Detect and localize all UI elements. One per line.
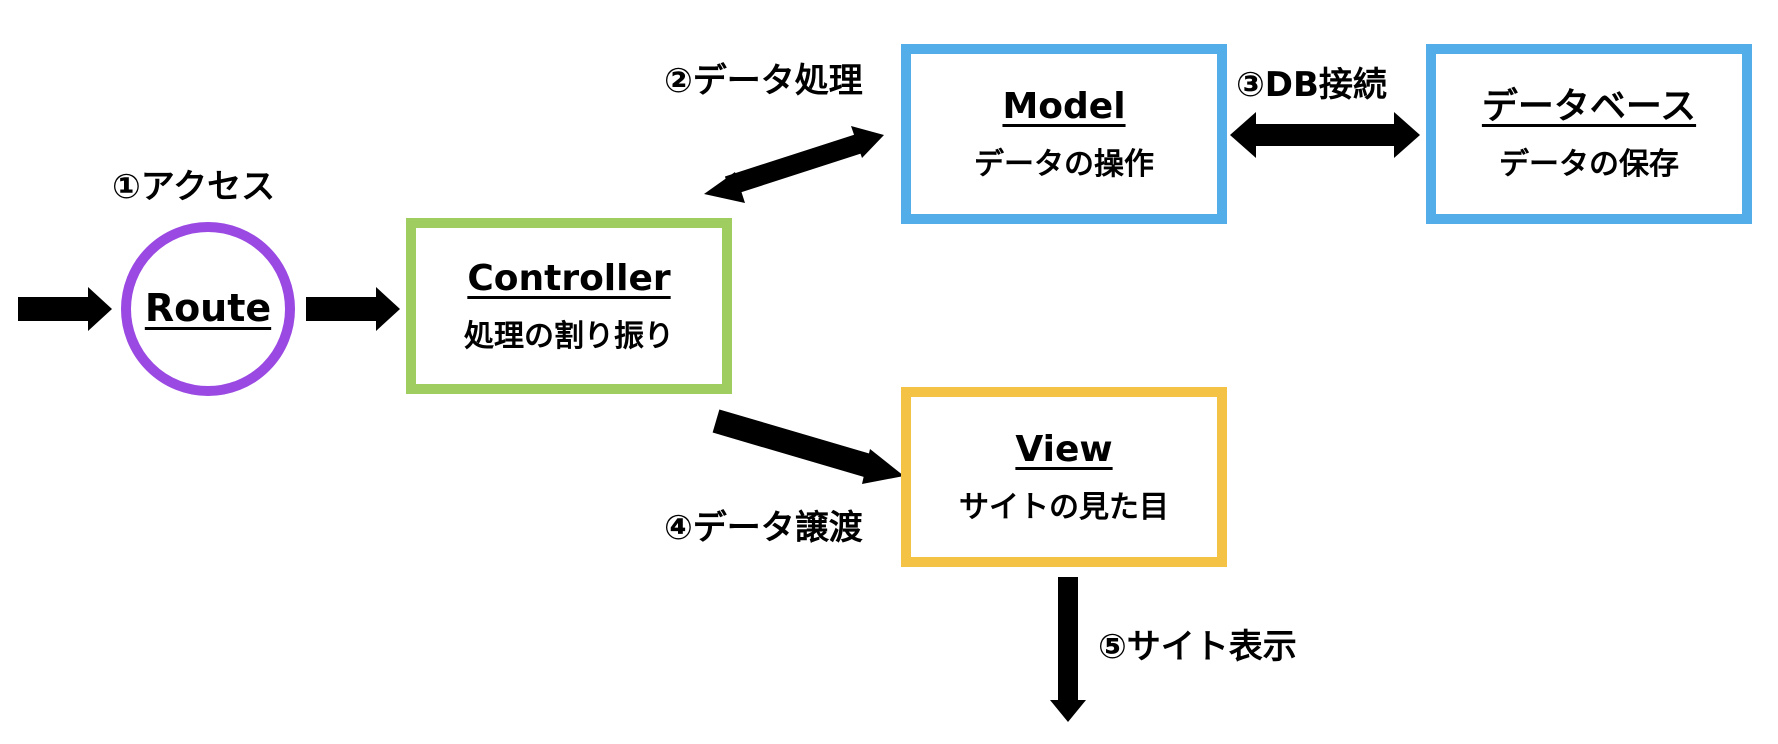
route-title: Route	[144, 286, 272, 331]
controller-subtitle: 処理の割り振り	[464, 318, 674, 354]
view-title: View	[1015, 429, 1113, 471]
arrow-entry-to-route	[18, 287, 112, 331]
route-node: Route	[121, 222, 295, 396]
arrow-view-to-exit	[1050, 577, 1086, 722]
arrow-controller-model-bidirectional	[704, 126, 884, 203]
arrow-controller-to-view	[712, 409, 904, 484]
model-node: Model データの操作	[901, 44, 1227, 224]
view-node: View サイトの見た目	[901, 387, 1227, 567]
model-title: Model	[1002, 86, 1126, 128]
database-title: データベース	[1481, 86, 1697, 128]
controller-node: Controller 処理の割り振り	[406, 218, 732, 394]
database-subtitle: データの保存	[1499, 146, 1679, 182]
step-label-data-processing: ②データ処理	[664, 61, 863, 101]
arrow-route-to-controller	[306, 287, 400, 331]
controller-title: Controller	[467, 258, 671, 300]
step-label-data-transfer: ④データ譲渡	[664, 508, 863, 548]
model-subtitle: データの操作	[974, 146, 1154, 182]
step-label-db-connection: ③DB接続	[1236, 65, 1387, 105]
database-node: データベース データの保存	[1426, 44, 1752, 224]
step-label-access: ①アクセス	[112, 167, 276, 207]
step-label-site-display: ⑤サイト表示	[1098, 627, 1297, 667]
arrow-model-database-bidirectional	[1230, 112, 1420, 158]
view-subtitle: サイトの見た目	[959, 489, 1169, 525]
